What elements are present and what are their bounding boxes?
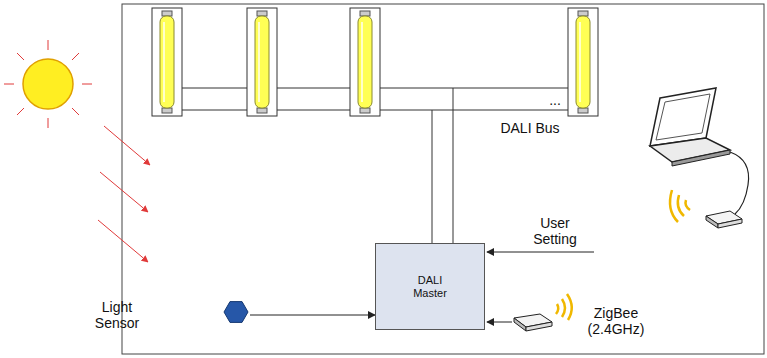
- sensor-label: Light Sensor: [85, 299, 149, 331]
- user-setting-arrow: [487, 252, 594, 253]
- room-outline: [122, 4, 764, 354]
- hexagon: [224, 302, 248, 323]
- dali-master-box: DALI Master: [375, 243, 485, 330]
- zigbee-arrow: [487, 322, 512, 323]
- wireless-label: ZigBee (2.4GHz): [580, 305, 652, 337]
- box-title: DALI Master: [406, 274, 454, 300]
- light-sensor-symbol: [222, 298, 250, 326]
- ellipsis: ...: [540, 92, 570, 108]
- fluorescent-lamp: [247, 8, 277, 116]
- dali-bus-wires: [182, 88, 568, 243]
- signal-arrow: [250, 315, 375, 316]
- light-sensor: Light Sensor: [85, 294, 250, 336]
- fluorescent-lamp: [568, 8, 598, 116]
- zigbee-module: [514, 294, 572, 331]
- sun-rays: [98, 126, 150, 262]
- bus-label: DALI Bus: [490, 120, 570, 136]
- input-label: User Setting: [520, 215, 590, 247]
- laptop: [650, 88, 749, 228]
- sun: [4, 40, 92, 128]
- lamps: [152, 8, 598, 116]
- fluorescent-lamp: [350, 8, 380, 116]
- fluorescent-lamp: [152, 8, 182, 116]
